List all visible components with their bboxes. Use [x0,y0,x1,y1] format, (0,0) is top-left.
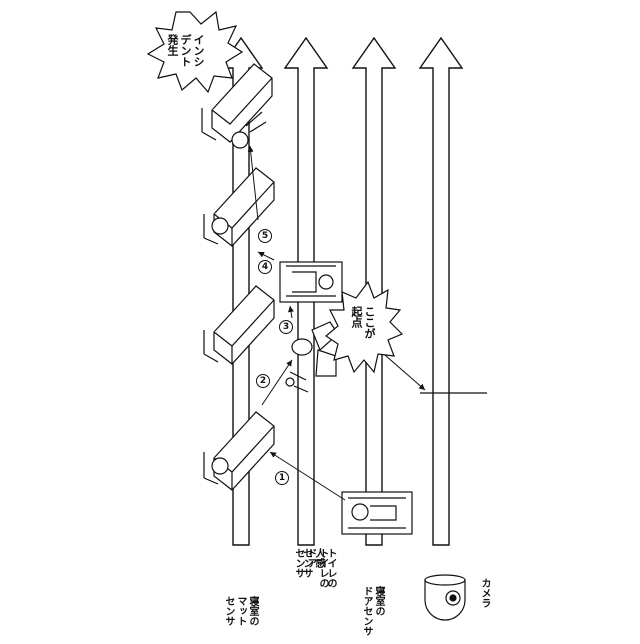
label-toilet-motion-sensor: トイレの人感センサ [300,548,336,588]
origin-burst-text: ここが起点 [350,306,376,339]
label-bedroom-door-sensor: 寝室のドアセンサ [360,586,384,636]
lane-arrow-camera [420,38,462,545]
step-4-badge: 4 [258,260,272,274]
step-5-badge: 5 [258,229,272,243]
step-2-badge: 2 [256,374,270,388]
camera-icon [425,575,465,620]
step-3-badge: 3 [279,320,293,334]
step-1-badge: 1 [275,471,289,485]
label-bed-mat-sensor: 寝室のマットセンサ [222,596,258,626]
incident-burst-text: インシデント発生 [166,34,205,67]
lane-arrow-bedroom-door [353,38,395,545]
bedroom-door-scene [342,492,412,534]
label-camera: カメラ [478,578,490,608]
toilet-door-scene [280,262,342,302]
